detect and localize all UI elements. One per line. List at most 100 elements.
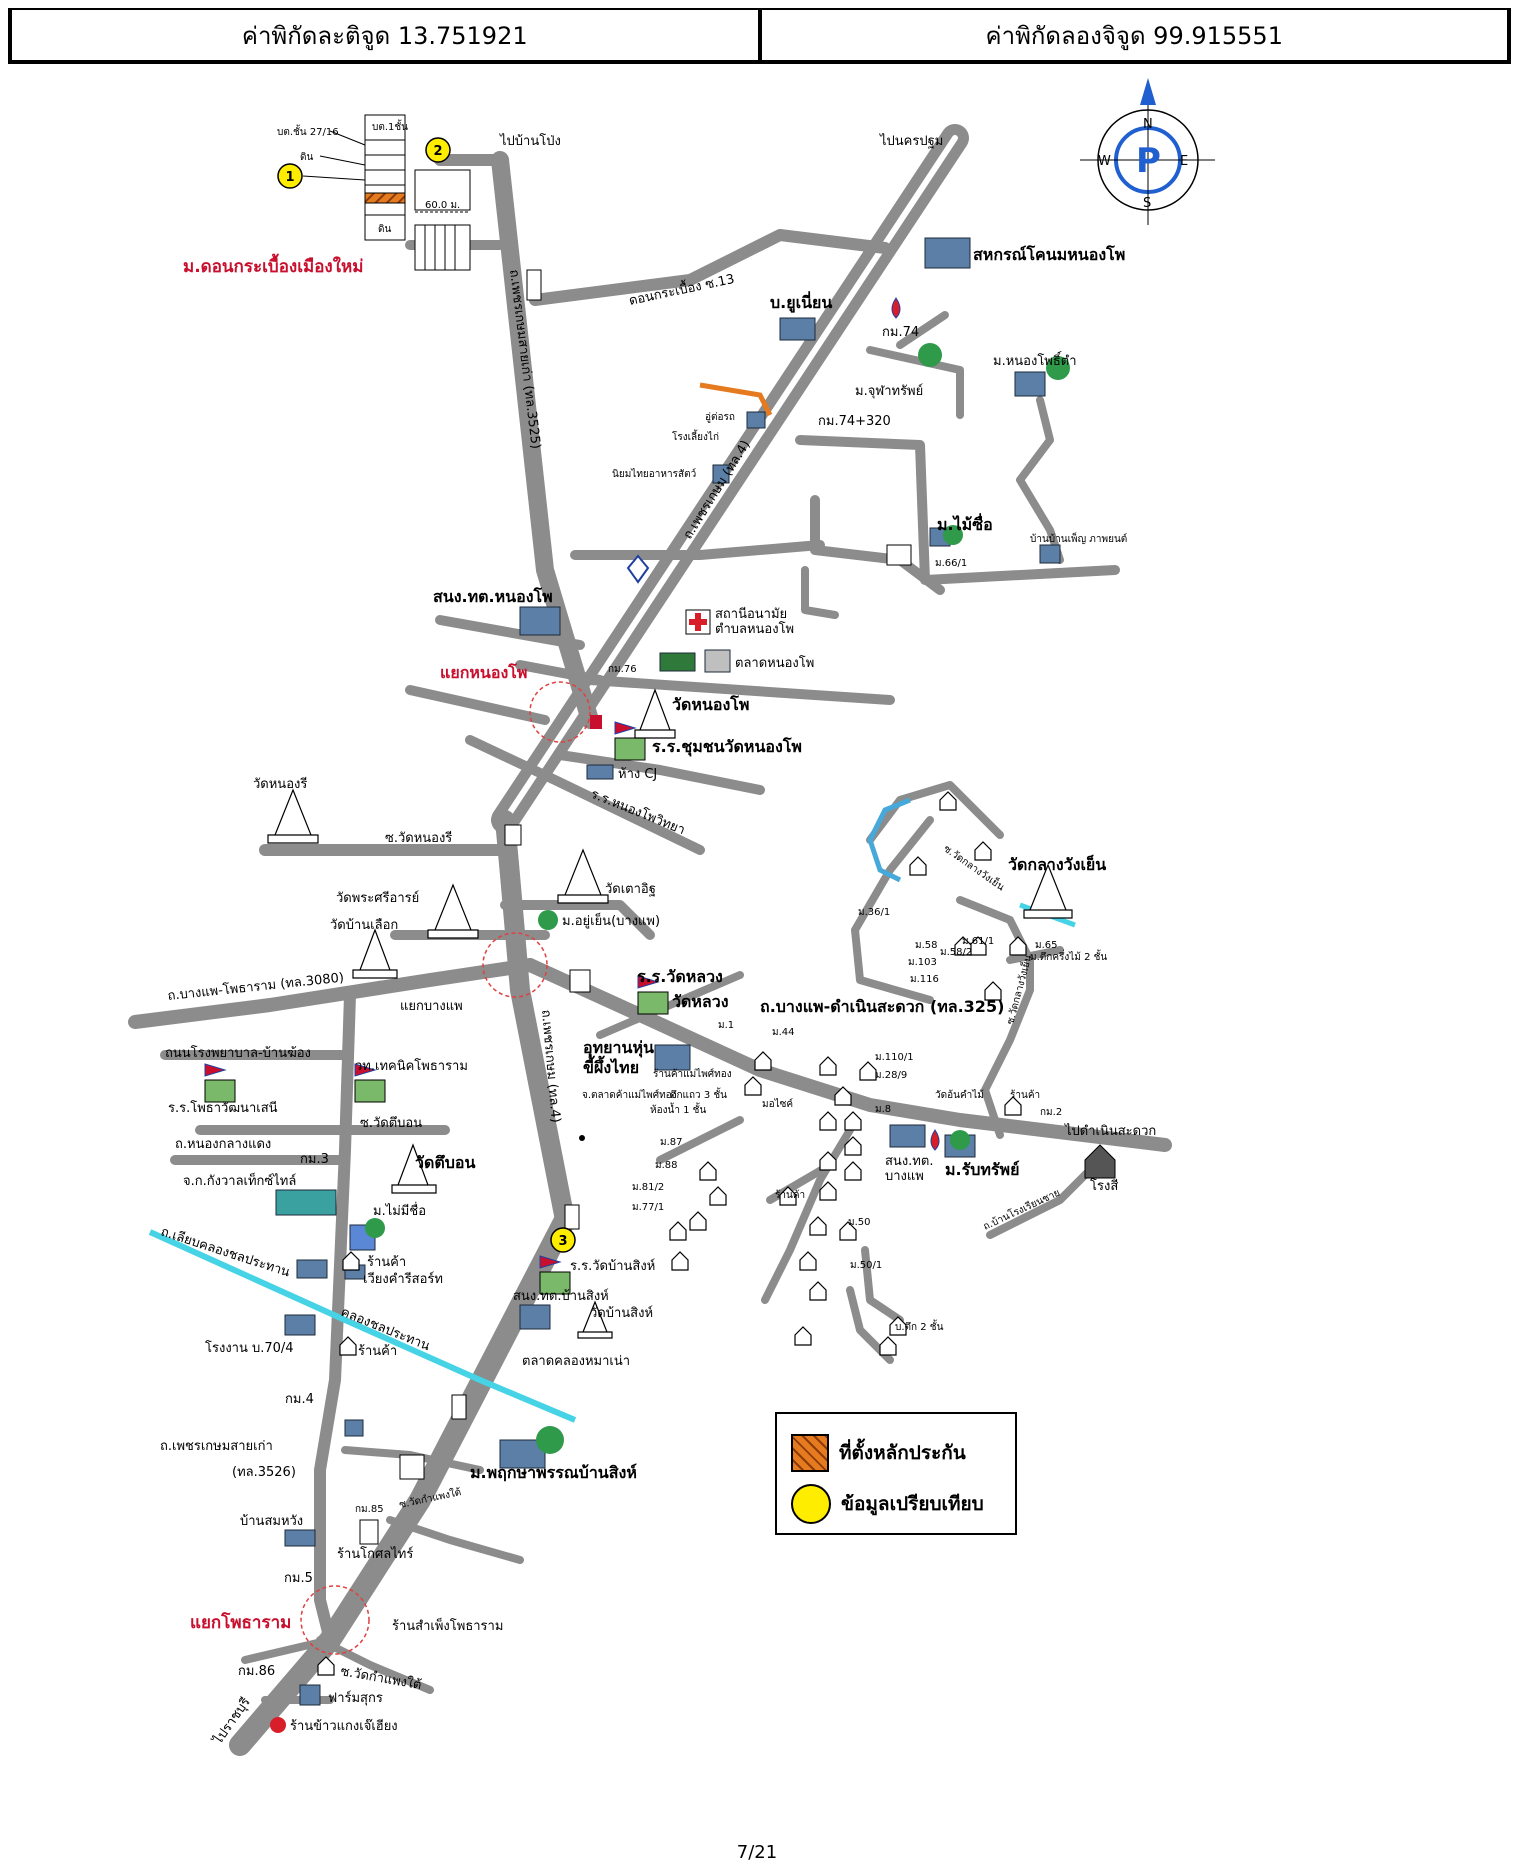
road-wat-klang-b: [851, 816, 934, 1004]
junction-photharam-circle: [300, 1585, 370, 1655]
label-rongsi: โรงสี: [1090, 1178, 1118, 1194]
tree-icons: [365, 343, 1070, 1454]
label-soi-wat-nongri: ซ.วัดหนองรี: [385, 830, 452, 846]
svg-text:P: P: [1136, 141, 1161, 181]
road-old-hwy-3526: [314, 989, 356, 1646]
label-shop-b: ร้านค้า: [358, 1344, 397, 1359]
label-m-rapsap: ม.รับทรัพย์: [945, 1160, 1019, 1179]
house-icon: [317, 1656, 335, 1676]
label-km2: กม.2: [1040, 1107, 1062, 1118]
label-restroom: ห้องน้ำ 1 ชั้น: [650, 1102, 706, 1116]
road-south-b: [386, 1516, 524, 1564]
label-m-mimisue: ม.ไม่มีชื่อ: [373, 1202, 426, 1219]
temple-icon: [557, 848, 609, 904]
label-shop-kosai: ร้านโกศลไทร์: [337, 1546, 413, 1562]
school-flag-icons: [204, 721, 669, 1295]
label-wat-luang: วัดหลวง: [672, 992, 729, 1011]
label-factory2: โรงงาน บ.70/4: [205, 1340, 294, 1356]
red-cross-icon: [685, 609, 711, 635]
label-union: บ.ยูเนี่ยน: [770, 291, 832, 314]
label-m-jukmap: ม.จุฬาทรัพย์: [855, 383, 923, 399]
label-hn-58: ม.58: [915, 940, 938, 951]
label-rd-rongphayaban: ถนนโรงพยาบาล-บ้านฆ้อง: [165, 1045, 311, 1061]
house-icon: [844, 1136, 862, 1156]
label-km3: กม.3: [300, 1152, 329, 1167]
label-factory: จ.ก.กังวาลเท็กซ์ไทล์: [183, 1171, 296, 1189]
latitude-label: ค่าพิกัดละติจูด 13.751921: [241, 21, 528, 50]
legend-row-comparison: ข้อมูลเปรียบเทียบ: [791, 1484, 984, 1524]
label-hn-61: ม.61/1: [962, 936, 994, 947]
house-icon: [671, 1251, 689, 1271]
label-km85: กม.85: [355, 1504, 384, 1515]
house-icon: [1009, 936, 1027, 956]
marker-1[interactable]: 1: [277, 163, 303, 189]
label-school-pho: ร.ร.โพธาวัฒนาเสนี: [168, 1100, 278, 1116]
label-m-maisue: ม.ไม้ซื่อ: [937, 513, 993, 534]
label-hn-28: ม.28/9: [875, 1070, 907, 1081]
label-hn-81: ม.81/2: [632, 1182, 664, 1193]
house-icon: [669, 1221, 687, 1241]
label-m66: ม.66/1: [935, 558, 967, 569]
label-market-nongpho: ตลาดหนองโพ: [735, 655, 814, 671]
road-north-e: [866, 346, 964, 419]
house-icon: [954, 936, 972, 956]
compass-w: W: [1098, 154, 1111, 169]
tree-icon: [943, 525, 963, 545]
label-wat-nongpho: วัดหนองโพ: [672, 694, 749, 714]
label-hwy4-top: ถ.เพชรเกษม (ทล.4): [681, 438, 754, 542]
label-wat-on-kai: วัดอ้นคำไม้: [935, 1089, 984, 1101]
tree-icon: [365, 1218, 385, 1238]
rice-mill-icon: [1084, 1144, 1116, 1179]
label-park-b: ขี้ผึ้งไทย: [583, 1055, 639, 1077]
label-wat-phra: วัดพระศรีอารย์: [336, 890, 419, 906]
building-icon: [519, 606, 561, 636]
label-niyom: นิยมไทยอาหารสัตว์: [612, 468, 696, 480]
label-old-hwy-b: (ทล.3526): [232, 1465, 296, 1480]
collateral-swatch: [791, 1434, 829, 1472]
label-hn-44: ม.44: [772, 1027, 795, 1038]
road-wat-taosu: [500, 900, 655, 940]
label-hn-50: ม.50: [848, 1217, 871, 1228]
building-icon: [586, 764, 614, 780]
house-icon: [1004, 1096, 1022, 1116]
label-sub-auto: อู่ต่อรถ: [705, 412, 735, 423]
label-health-b: ตำบลหนองโพ: [715, 621, 794, 637]
house-icon: [779, 1186, 797, 1206]
label-motorbike: มอไซค์: [762, 1098, 793, 1110]
label-to-ban-pong: ไปบ้านโป่ง: [499, 133, 561, 149]
road-east-b: [656, 1116, 744, 1164]
label-jct-nongpho: แยกหนองโพ: [440, 662, 527, 682]
label-shop-d: ร้านค้า: [775, 1189, 805, 1201]
label-house-1: ม.ตึกครึ่งไม้ 2 ชั้น: [1030, 949, 1107, 963]
house-icon: [984, 981, 1002, 1001]
label-b-60m: 60.0 ม.: [425, 200, 460, 211]
building-icon: [654, 1044, 691, 1071]
label-hn-36: ม.36/1: [858, 907, 890, 918]
house-icon: [754, 1051, 772, 1071]
label-son-bangphae-b: บางแพ: [885, 1169, 924, 1184]
house-icon: [819, 1056, 837, 1076]
marker-2[interactable]: 2: [425, 137, 451, 163]
label-shop-hongthong: ร้านค้าแม่ไพศ์ทอง: [653, 1068, 732, 1080]
bus-stop-icon: [590, 715, 602, 729]
restaurant-icon: [270, 1717, 286, 1733]
house-icon: [809, 1281, 827, 1301]
label-wat-ban-sing: วัดบ้านสิงห์: [590, 1305, 653, 1321]
label-school-wat-nongpho: ร.ร.ชุมชนวัดหนองโพ: [652, 736, 802, 757]
building-icon: [1039, 544, 1061, 564]
temple-icon: [267, 788, 319, 844]
building-icon: [519, 1304, 551, 1330]
house-icon: [339, 1336, 357, 1356]
house-icon: [939, 791, 957, 811]
road-nongpho-e: [585, 675, 895, 705]
label-hn-116: ม.116: [910, 974, 939, 985]
label-wat-nongri: วัดหนองรี: [253, 776, 307, 792]
orange-road: [699, 382, 773, 417]
legend-collateral-label: ที่ตั้งหลักประกัน: [839, 1442, 966, 1464]
compass-e: E: [1180, 154, 1188, 169]
marker-3[interactable]: 3: [550, 1227, 576, 1253]
label-shop-c: ร้านค้า: [1010, 1089, 1040, 1101]
label-don-village: ม.ดอนกระเบื้องเมืองใหม่: [183, 253, 363, 277]
compass-s: S: [1143, 196, 1151, 211]
